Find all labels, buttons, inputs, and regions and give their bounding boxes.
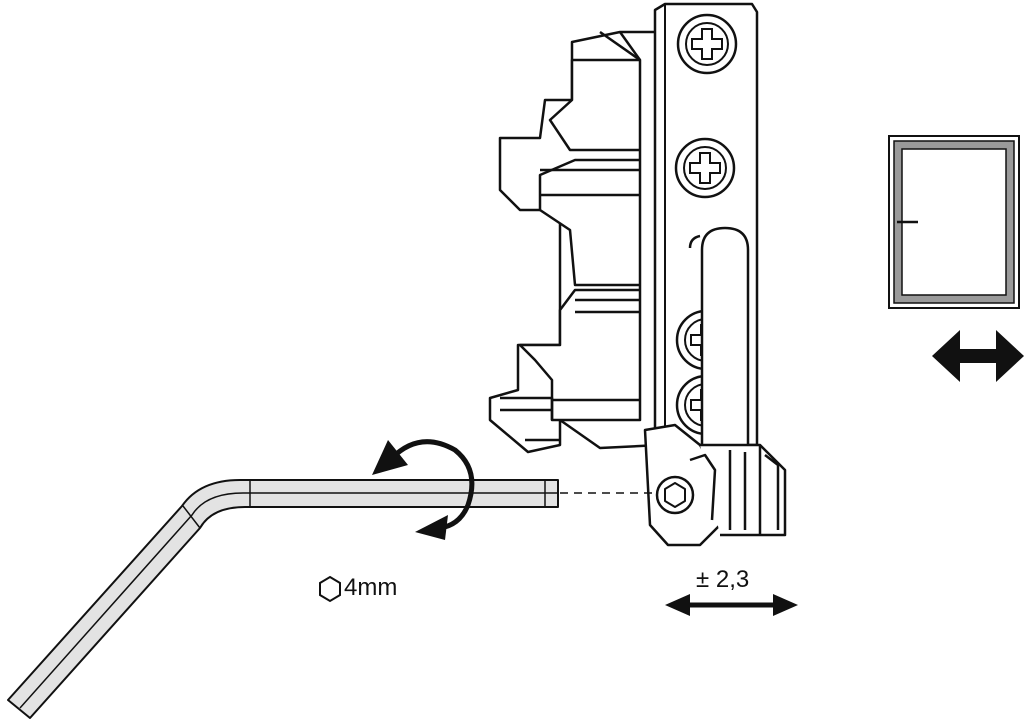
hex-key xyxy=(7,479,559,719)
hinge-bracket xyxy=(488,30,662,454)
adjustment-range-label: ± 2,3 xyxy=(696,566,749,593)
hinge-pin xyxy=(688,226,750,472)
rotation-arrow-icon xyxy=(372,439,475,540)
side-double-arrow-icon xyxy=(932,330,1024,382)
screw-icon xyxy=(676,13,738,75)
hex-key-size-label: 4mm xyxy=(344,574,397,601)
screw-icon xyxy=(674,137,736,199)
window-frame-icon xyxy=(888,135,1020,309)
hinge-knuckle xyxy=(643,423,787,547)
hexagon-icon xyxy=(319,575,341,603)
double-arrow-icon xyxy=(665,594,798,616)
